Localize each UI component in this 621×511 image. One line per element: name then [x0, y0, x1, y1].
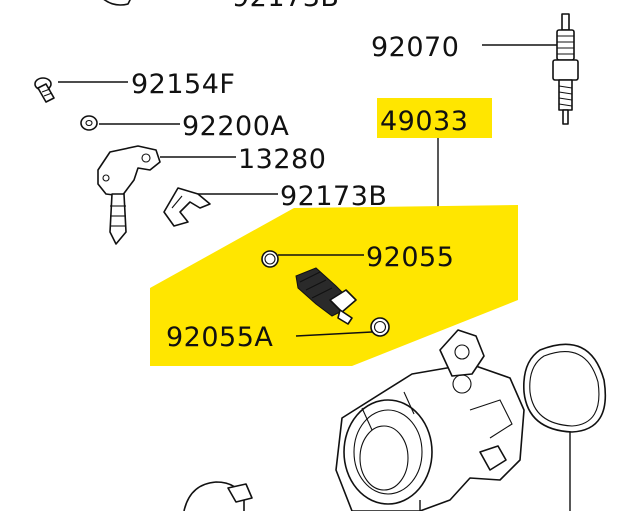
clip-icon — [163, 187, 211, 227]
top-partial-callout: 92173B — [103, 0, 339, 13]
bolt-callout[interactable]: 92154F — [34, 69, 235, 103]
washer-callout[interactable]: 92200A — [80, 111, 289, 142]
washer-icon — [80, 115, 98, 131]
o-ring-upper-icon — [261, 250, 279, 268]
top-partial-label: 92173B — [232, 0, 339, 13]
spark-plug-label: 92070 — [371, 32, 459, 63]
sensor-part-icon — [295, 267, 357, 325]
clip-callout[interactable]: 92173B — [163, 181, 387, 227]
o-ring-upper-label: 92055 — [366, 242, 454, 273]
o-ring-lower-icon — [370, 317, 390, 337]
spark-plug-callout[interactable]: 92070 — [371, 13, 579, 125]
bracket-icon — [97, 145, 161, 245]
clamp-icon — [183, 481, 421, 511]
bolt-icon — [34, 77, 55, 103]
bracket-label: 13280 — [238, 144, 326, 175]
o-ring-lower-label: 92055A — [166, 322, 273, 353]
top-partial-part — [103, 0, 131, 6]
washer-label: 92200A — [182, 111, 289, 142]
o-ring-lower-callout[interactable]: 92055A — [166, 317, 390, 353]
o-ring-upper-callout[interactable]: 92055 — [261, 242, 454, 273]
gasket-icon — [523, 343, 606, 511]
kit-label-highlight — [377, 98, 492, 138]
kit-label: 49033 — [380, 106, 468, 137]
spark-plug-icon — [552, 13, 579, 125]
clip-label: 92173B — [280, 181, 387, 212]
bolt-label: 92154F — [131, 69, 235, 100]
throttle-body-icon — [335, 329, 525, 511]
bracket-callout[interactable]: 13280 — [97, 144, 326, 245]
